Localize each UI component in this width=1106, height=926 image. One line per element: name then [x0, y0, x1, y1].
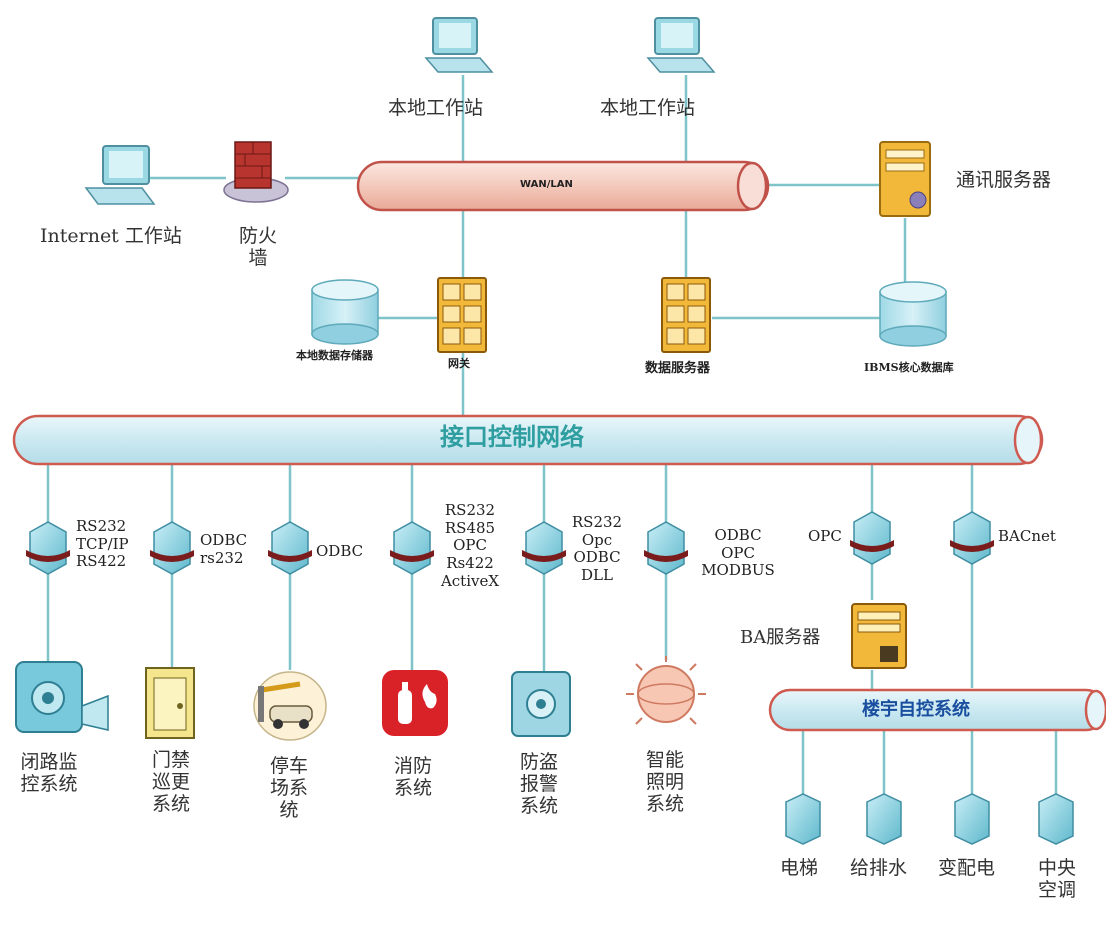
- data-server-icon: [661, 277, 711, 353]
- protocol-list-7: OPC: [808, 527, 842, 545]
- power-icon: [954, 793, 990, 845]
- local-storage-label: 本地数据存储器: [296, 349, 373, 362]
- water-label: 给排水: [850, 857, 908, 879]
- converter-icon-2: [150, 521, 194, 575]
- computer-icon-2: [646, 17, 716, 73]
- lighting-label: 智能照明系统: [645, 749, 684, 815]
- comm-server-label: 通讯服务器: [956, 169, 1052, 191]
- hvac-label: 中央空调: [1037, 857, 1076, 901]
- ba-bus-label: 楼宇自控系统: [862, 699, 970, 720]
- core-db-icon: [879, 281, 947, 347]
- computer-icon-1: [424, 17, 494, 73]
- interface-control-bus: [12, 414, 1044, 466]
- workstation-label-2: 本地工作站: [600, 97, 696, 119]
- elevator-label: 电梯: [780, 857, 819, 879]
- converter-icon-4: [390, 521, 434, 575]
- wan-lan-bus: [356, 160, 770, 212]
- protocol-list-8: BACnet: [998, 527, 1056, 545]
- protocol-list-3: ODBC: [316, 542, 364, 560]
- water-icon: [866, 793, 902, 845]
- ba-server-icon: [851, 603, 907, 669]
- camera-icon: [15, 661, 109, 733]
- parking-icon: [253, 671, 327, 741]
- comm-server-icon: [879, 141, 931, 217]
- workstation-label-1: 本地工作站: [388, 97, 484, 119]
- data-server-label: 数据服务器: [645, 361, 711, 376]
- alarm-icon: [511, 671, 571, 737]
- fire-extinguisher-icon: [382, 670, 448, 736]
- power-label: 变配电: [938, 857, 996, 879]
- hvac-icon: [1038, 793, 1074, 845]
- gateway-icon: [437, 277, 487, 353]
- ba-bus: [768, 688, 1106, 732]
- converter-icon-7: [850, 511, 894, 565]
- converter-icon-3: [268, 521, 312, 575]
- converter-icon-6: [644, 521, 688, 575]
- elevator-icon: [785, 793, 821, 845]
- core-db-label: IBMS核心数据库: [864, 361, 954, 374]
- internet-workstation-label: Internet 工作站: [40, 225, 182, 247]
- converter-icon-8: [950, 511, 994, 565]
- interface-bus-label: 接口控制网络: [440, 423, 584, 451]
- fire-label: 消防系统: [393, 755, 432, 799]
- firewall-label: 防火墙: [238, 225, 277, 269]
- computer-icon-internet: [84, 145, 156, 205]
- alarm-label: 防盗报警系统: [519, 751, 558, 817]
- door-icon: [145, 667, 195, 739]
- wan-bus-label: WAN/LAN: [520, 179, 573, 190]
- gateway-label: 网关: [448, 357, 470, 370]
- converter-icon-5: [522, 521, 566, 575]
- converter-icon-1: [26, 521, 70, 575]
- lighting-icon: [626, 656, 706, 725]
- cctv-label: 闭路监控系统: [20, 751, 78, 795]
- ba-server-label: BA服务器: [740, 627, 821, 648]
- parking-label: 停车场系统: [269, 755, 308, 821]
- firewall-icon: [223, 141, 289, 203]
- local-storage-icon: [311, 279, 379, 345]
- access-label: 门禁巡更系统: [151, 749, 190, 815]
